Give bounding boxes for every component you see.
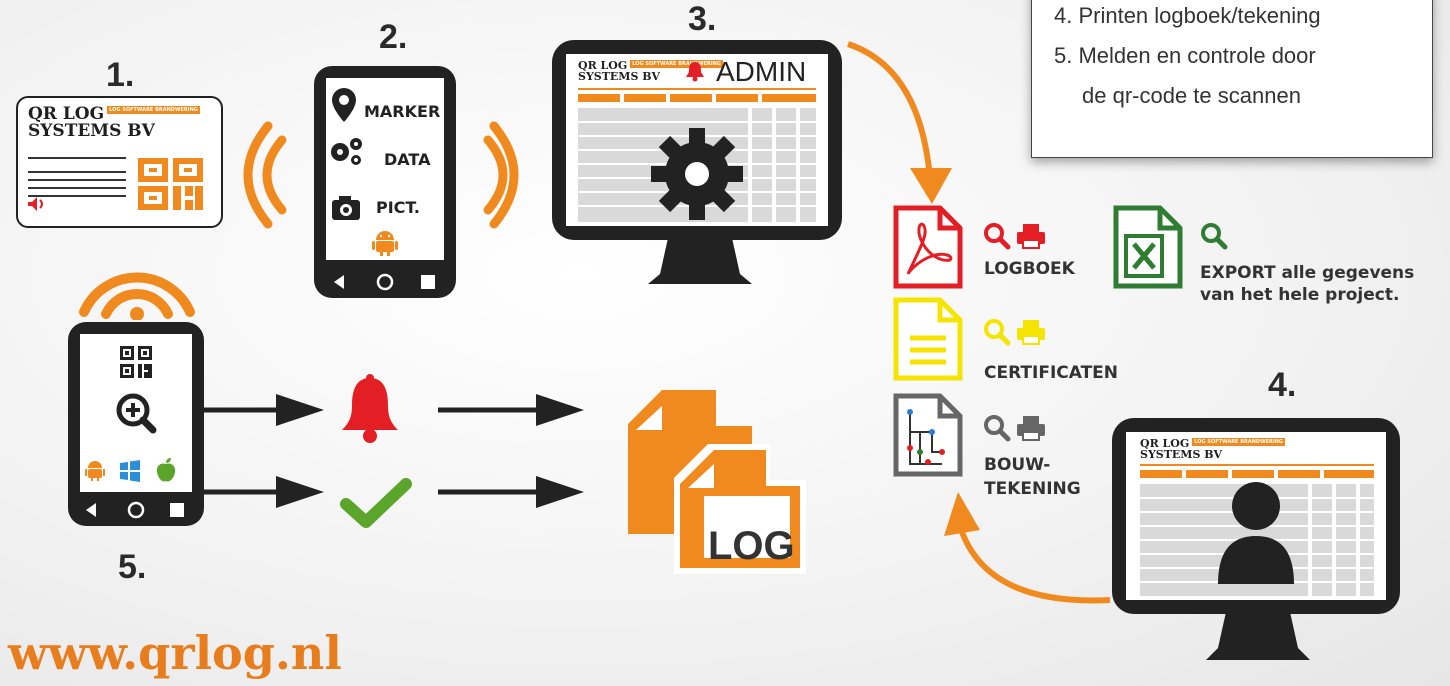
admin-table	[578, 88, 816, 222]
home-icon	[127, 501, 145, 519]
phone-2-screen: MARKER DATA PICT.	[326, 78, 444, 260]
card-brand-line-2: SYSTEMS BV	[28, 121, 155, 141]
user-brand-line-1: QR LOG	[1140, 437, 1190, 450]
arrow-user-to-docs	[944, 492, 1111, 604]
card-speaker-icon	[28, 197, 43, 211]
bouwtekening-search-icon	[984, 415, 1011, 442]
arrow-phone-to-bell	[200, 394, 324, 426]
certificaten-label: CERTIFICATEN	[984, 363, 1119, 383]
step-1-number: 1.	[106, 56, 135, 94]
android-icon	[372, 231, 398, 256]
export-search-icon	[1201, 223, 1228, 250]
windows-icon	[120, 460, 140, 482]
certificate-document-icon	[893, 297, 963, 381]
certificaten-search-icon	[984, 319, 1011, 346]
data-label: DATA	[384, 150, 431, 169]
pdf-document-icon	[893, 205, 963, 289]
recent-apps-icon	[170, 503, 184, 517]
steps-note-box: 4. Printen logboek/tekening 5. Melden en…	[1031, 0, 1433, 158]
card-brand-line-1: QR LOG	[28, 104, 105, 124]
pict-label: PICT.	[376, 198, 420, 217]
nfc-signal-waves	[243, 121, 519, 229]
user-monitor-stand	[1206, 612, 1310, 660]
home-icon	[376, 273, 394, 291]
website-url[interactable]: www.qrlog.nl	[8, 626, 342, 680]
log-label: LOG	[708, 524, 795, 568]
certificaten-actions	[984, 319, 1045, 346]
card-brand-tag: LOG SOFTWARE BRANDWERING	[107, 106, 200, 114]
user-avatar-icon	[1218, 482, 1294, 584]
excel-document-icon	[1113, 205, 1183, 289]
android-small-icon	[85, 461, 105, 481]
camera-icon	[332, 196, 360, 220]
logboek-print-icon	[1017, 224, 1045, 249]
export-label-line-2: van het hele project.	[1200, 285, 1400, 305]
admin-bell-icon	[686, 62, 704, 82]
logboek-search-icon	[984, 223, 1011, 250]
phone-2-icons	[331, 88, 362, 220]
arrow-check-to-log	[438, 476, 584, 508]
wifi-signal-icon	[79, 272, 195, 320]
bouw-label-line-2: TEKENING	[984, 479, 1081, 499]
user-table	[1140, 464, 1374, 596]
admin-brand-tag: LOG SOFTWARE BRANDWERING	[630, 60, 724, 68]
phone-step-5	[68, 322, 204, 526]
drawing-document-icon	[893, 393, 963, 477]
arrow-admin-to-docs	[847, 41, 952, 204]
note-line-3: de qr-code te scannen	[1082, 83, 1301, 108]
map-marker-icon	[332, 88, 356, 122]
zoom-in-icon	[116, 393, 157, 434]
phone-step-2: MARKER DATA PICT.	[314, 66, 456, 298]
back-icon	[86, 503, 96, 517]
admin-brand-line-1: QR LOG	[578, 59, 628, 72]
recent-apps-icon	[421, 275, 435, 289]
phone-5-screen	[80, 334, 192, 492]
marker-label: MARKER	[364, 102, 441, 121]
alert-bell-icon	[342, 374, 398, 443]
step-5-number: 5.	[118, 548, 147, 586]
back-icon	[334, 275, 344, 289]
flow-arrows	[200, 394, 584, 508]
admin-brand-line-2: SYSTEMS BV	[578, 70, 661, 83]
arrow-bell-to-log	[438, 394, 584, 426]
check-mark-icon	[340, 478, 412, 528]
phone-5-nav-bar	[86, 501, 184, 519]
log-documents-icon	[628, 390, 806, 574]
arrow-phone-to-check	[200, 476, 324, 508]
phone-2-nav-bar	[334, 273, 435, 291]
certificaten-print-icon	[1017, 320, 1045, 345]
bouwtekening-actions	[984, 415, 1045, 442]
admin-label: ADMIN	[716, 56, 807, 87]
logboek-actions	[984, 223, 1045, 250]
admin-monitor-stand	[648, 238, 752, 284]
logboek-label: LOGBOEK	[984, 259, 1075, 279]
export-label-line-1: EXPORT alle gegevens	[1200, 263, 1415, 283]
phone-5-icons	[85, 346, 176, 482]
settings-gear-icon	[651, 128, 743, 220]
step-3-number: 3.	[688, 0, 717, 38]
user-brand-line-2: SYSTEMS BV	[1140, 448, 1223, 461]
step-2-number: 2.	[379, 18, 408, 56]
bouwtekening-print-icon	[1017, 416, 1045, 441]
apple-icon	[156, 458, 176, 482]
bouw-label-line-1: BOUW-	[984, 455, 1051, 475]
note-line-1: 4. Printen logboek/tekening	[1054, 3, 1321, 28]
note-line-2: 5. Melden en controle door	[1054, 43, 1316, 68]
step-4-number: 4.	[1268, 366, 1297, 404]
card-graphics	[28, 157, 203, 211]
gears-icon	[331, 138, 362, 165]
user-brand-tag: LOG SOFTWARE BRANDWERING	[1192, 438, 1286, 446]
